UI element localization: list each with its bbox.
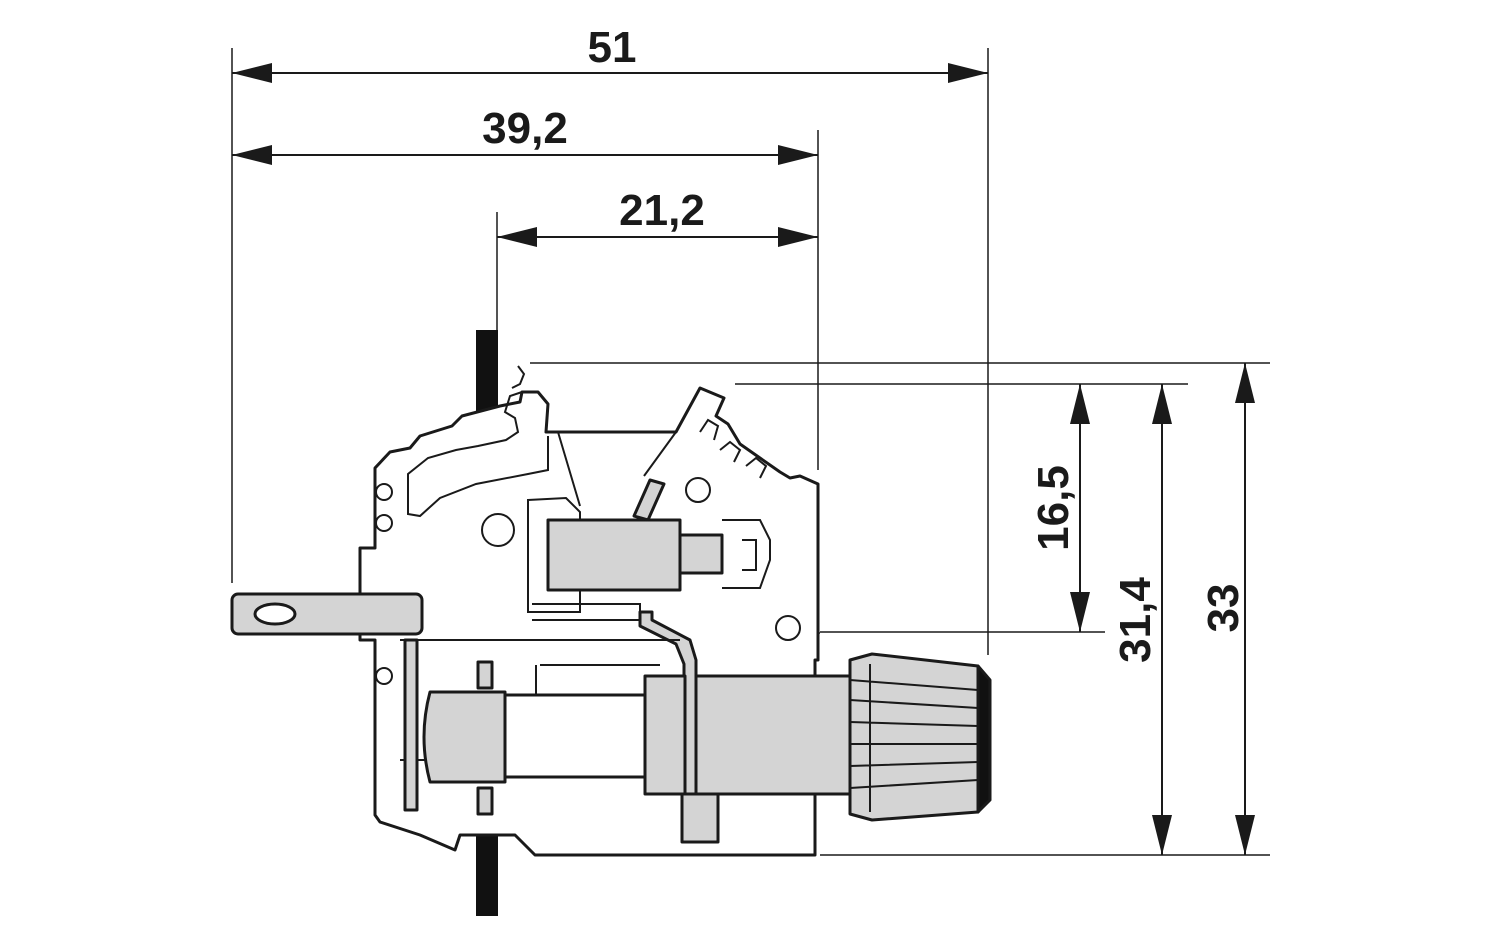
dimension-label-51: 51 [588, 23, 637, 72]
lower-clip-pin-1 [476, 660, 494, 690]
dimension-39-2: 39,2 [232, 104, 819, 470]
fuse-body [503, 693, 647, 779]
fuse-knob-end [976, 664, 992, 814]
lower-clip-left [403, 638, 419, 812]
fuse-foot [680, 792, 720, 844]
dimension-label-31-4: 31,4 [1111, 577, 1160, 663]
dimension-label-33: 33 [1199, 584, 1248, 633]
dimension-label-21-2: 21,2 [619, 186, 705, 235]
fuse-cap [643, 674, 687, 796]
fuse-knob-ribs [849, 664, 979, 812]
actuator-comb [699, 418, 768, 479]
fuse-holder-left [422, 690, 507, 784]
housing-pivot [481, 513, 515, 547]
slider-link-top [632, 478, 666, 522]
housing-hole-4 [375, 667, 393, 685]
housing-hole-1 [375, 483, 393, 501]
rail-hook-inner [511, 365, 526, 389]
lower-clip-pin-2 [476, 786, 494, 816]
lever-hole [685, 477, 711, 503]
plug-insert [546, 518, 682, 592]
plug-latch [722, 519, 771, 589]
housing-hole-2 [375, 514, 393, 532]
dimension-16-5: 16,5 [1029, 384, 1090, 632]
dimension-51: 51 [231, 23, 989, 655]
test-lever-slot [253, 602, 297, 626]
lower-body [400, 639, 680, 761]
mounting-rail-bottom [476, 834, 498, 916]
housing-hole-3 [775, 615, 801, 641]
dimension-label-39-2: 39,2 [482, 104, 568, 153]
rail-hook [407, 391, 549, 518]
dimension-31-4: 31,4 [1111, 384, 1172, 855]
dimension-21-2: 21,2 [496, 186, 818, 330]
dimension-label-16-5: 16,5 [1029, 465, 1078, 551]
plug-contact [678, 533, 724, 575]
dimension-33: 33 [1199, 363, 1255, 855]
vertical-extension-lines [530, 362, 1270, 856]
fuse-sleeve [694, 674, 852, 796]
